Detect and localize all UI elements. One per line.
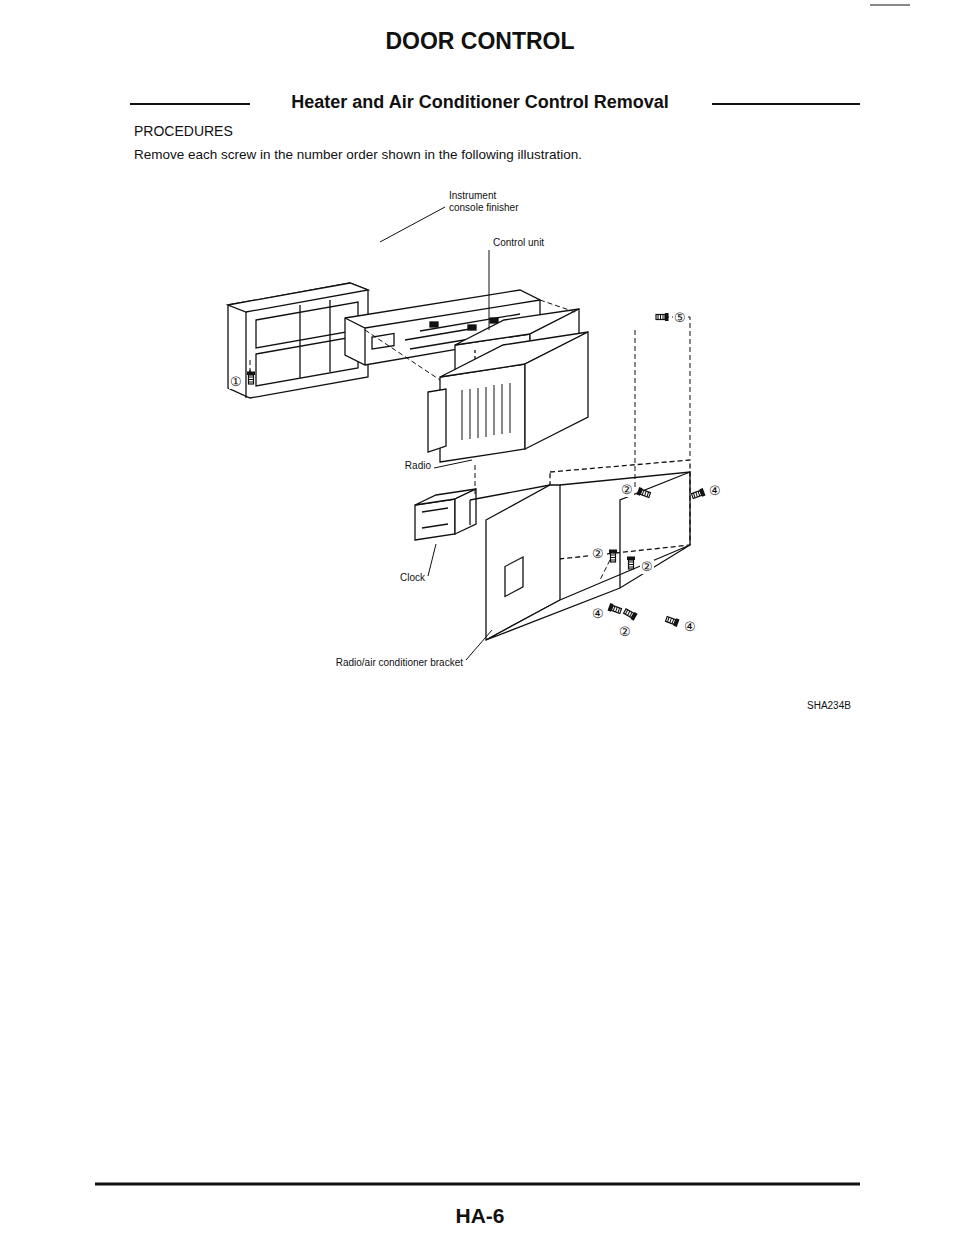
page-title: DOOR CONTROL	[385, 28, 574, 54]
radio-part-part	[478, 388, 479, 438]
section-heading: Heater and Air Conditioner Control Remov…	[290, 92, 669, 113]
console-finisher-part	[256, 336, 358, 386]
rules-part	[870, 5, 910, 6]
screws-part	[627, 557, 635, 570]
part-name: Instrument console finisher	[448, 190, 532, 213]
alignment-lines-part	[600, 560, 610, 580]
control-panel-part	[405, 329, 470, 340]
console-finisher-part	[299, 305, 300, 378]
callout-number: ④	[683, 620, 697, 635]
console-finisher-part	[329, 300, 330, 372]
bracket-part	[620, 472, 690, 588]
alignment-lines-part	[656, 317, 690, 458]
control-panel-part	[372, 334, 394, 349]
callout-number: ②	[640, 560, 654, 575]
leader-lines-part	[489, 250, 490, 330]
rules-part	[130, 103, 250, 105]
clock-part	[422, 508, 448, 512]
leader-lines-part	[466, 630, 492, 660]
bracket-part	[469, 500, 470, 525]
leader-lines-part	[434, 460, 472, 468]
radio-part	[428, 389, 446, 452]
figure-code: SHA234B	[806, 700, 852, 712]
radio	[428, 332, 588, 462]
part-name: Clock	[399, 572, 426, 584]
rules-part	[712, 103, 860, 105]
radio-part-part	[470, 389, 471, 439]
control-panel-part	[430, 322, 438, 327]
part-name: Control unit	[492, 237, 545, 249]
part-name: Radio	[404, 460, 432, 472]
radio-part-part	[486, 387, 487, 437]
part-name: Radio/air conditioner bracket	[335, 657, 464, 669]
radio-part-part	[494, 385, 495, 435]
console-finisher-part	[228, 283, 368, 312]
callout-number: ①	[229, 375, 243, 390]
alignment-lines	[250, 300, 690, 580]
callout-number: ④	[591, 607, 605, 622]
alignment-lines-part	[250, 360, 251, 372]
screws	[247, 313, 705, 627]
leader-lines-part	[428, 544, 436, 576]
alignment-lines-part	[475, 465, 476, 495]
control-panel-part	[364, 328, 365, 365]
callout-number: ⑤	[673, 311, 687, 326]
radio-part-part	[462, 390, 463, 440]
console-finisher-part	[245, 312, 246, 398]
callout-number: ②	[620, 483, 634, 498]
screws-part	[623, 608, 638, 621]
control-panel-part	[490, 318, 498, 323]
alignment-lines-part	[365, 330, 440, 380]
leader-lines-part	[380, 207, 445, 242]
screws-part	[609, 550, 617, 563]
rules	[95, 5, 910, 1184]
bracket-part	[486, 545, 690, 640]
clock-part	[415, 499, 455, 540]
leader-lines	[380, 207, 492, 660]
radio-part	[440, 364, 525, 462]
screws-part	[247, 372, 255, 385]
radio-part-part	[502, 384, 503, 434]
bracket	[470, 460, 690, 640]
bracket-part	[486, 485, 560, 640]
clock-part	[422, 524, 448, 528]
radio-part-part	[510, 383, 511, 433]
rules-part	[95, 1183, 860, 1186]
procedure-heading: PROCEDURES	[133, 123, 234, 139]
console-finisher-part	[256, 302, 358, 348]
instruction-text: Remove each screw in the number order sh…	[133, 147, 583, 163]
radio-part	[462, 383, 510, 440]
clock	[415, 489, 476, 540]
callout-number: ④	[708, 484, 722, 499]
screws-part	[656, 313, 669, 321]
radio-part	[525, 332, 588, 449]
control-panel-part	[468, 325, 476, 330]
screws-part	[665, 615, 679, 627]
screws-part	[637, 487, 651, 499]
alignment-lines-part	[635, 330, 636, 488]
clock-part	[455, 489, 476, 534]
screws-part	[608, 603, 622, 615]
screws-part	[691, 488, 705, 500]
bracket-part	[560, 472, 690, 545]
callout-number: ②	[591, 547, 605, 562]
callout-number: ②	[618, 625, 632, 640]
alignment-lines-part	[540, 300, 575, 312]
page-number: HA-6	[454, 1204, 505, 1228]
bracket-part	[470, 485, 550, 500]
bracket-part	[505, 557, 523, 597]
